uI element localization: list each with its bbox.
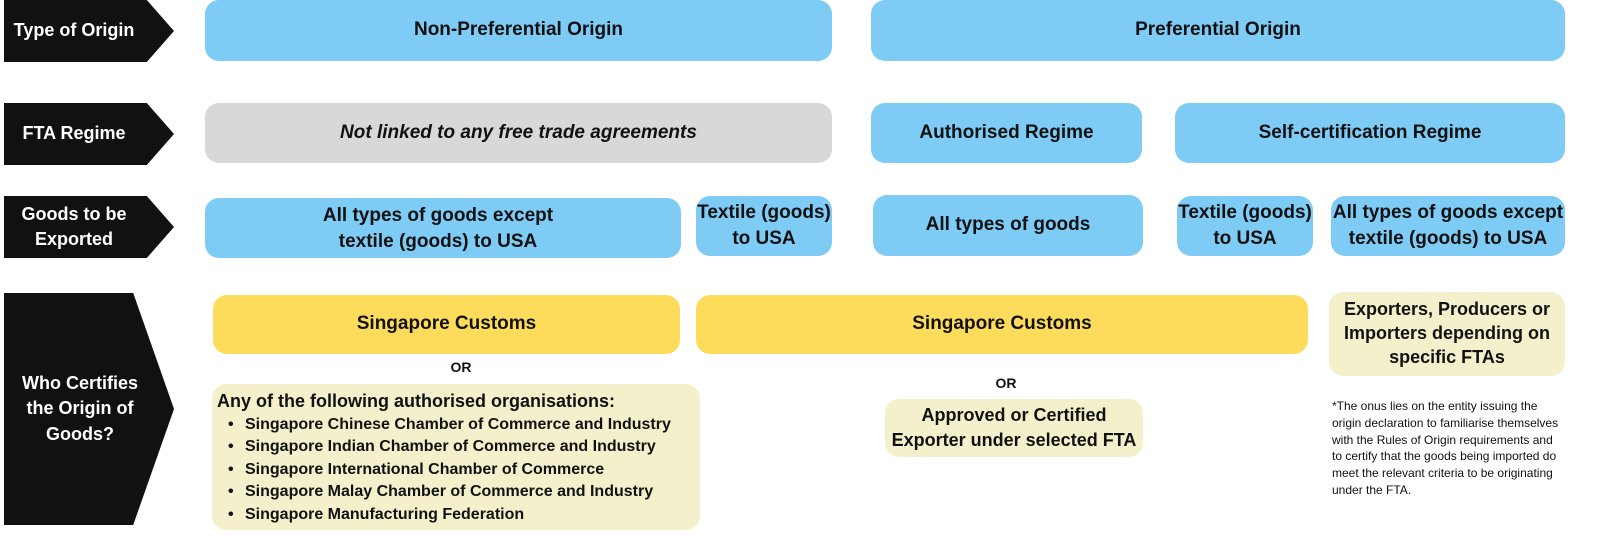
row-label-who-certifies-text: Who Certifies the Origin of Goods? [22, 371, 156, 447]
exporters-line3: specific FTAs [1389, 346, 1505, 367]
row-label-goods-line2: Exported [34, 229, 113, 249]
row-label-type-of-origin-text: Type of Origin [13, 20, 135, 41]
approved-exporter-box: Approved or Certified Exporter under sel… [885, 399, 1143, 457]
row-label-who-line3: Goods? [45, 423, 114, 444]
singapore-customs-pref-text: Singapore Customs [912, 313, 1092, 335]
row-label-goods-line1: Goods to be [21, 203, 127, 224]
approved-exporter-text: Approved or Certified Exporter under sel… [892, 403, 1137, 453]
goods-textile-usa-box: Textile (goods) to USA [696, 196, 832, 256]
authorised-organisations-title: Any of the following authorised organisa… [217, 391, 616, 411]
goods-textile-usa-2-text: Textile (goods) to USA [1178, 200, 1312, 252]
exporters-producers-importers-box: Exporters, Producers or Importers depend… [1329, 292, 1565, 376]
goods-all-except-textile-box: All types of goods except textile (goods… [205, 198, 681, 258]
preferential-origin-box: Preferential Origin [871, 0, 1565, 61]
authorised-regime-box: Authorised Regime [871, 103, 1142, 163]
row-label-who-line1: Who Certifies [21, 373, 138, 394]
goods-all-types-text: All types of goods [925, 214, 1091, 236]
goods-all-except-textile-2-text: All types of goods except textile (goods… [1333, 200, 1563, 252]
goods-all-except-textile-line1: All types of goods except [322, 204, 554, 226]
preferential-origin-text: Preferential Origin [1135, 19, 1301, 41]
row-label-goods-exported: Goods to be Exported [4, 196, 174, 258]
approved-exporter-line2: Exporter under selected FTA [891, 430, 1137, 450]
goods-textile-usa-2-line2: to USA [1213, 228, 1277, 249]
goods-all-except-textile-2-line2: textile (goods) to USA [1348, 228, 1548, 249]
goods-textile-usa-text: Textile (goods) to USA [697, 200, 831, 252]
not-linked-fta-text: Not linked to any free trade agreements [340, 121, 697, 143]
authorised-organisations-list: Singapore Chinese Chamber of Commerce an… [217, 414, 696, 527]
goods-all-except-textile-2-box: All types of goods except textile (goods… [1331, 196, 1565, 256]
self-certification-note: *The onus lies on the entity issuing the… [1332, 399, 1559, 497]
goods-all-except-textile-line2: textile (goods) to USA [338, 231, 538, 252]
goods-textile-usa-line1: Textile (goods) [697, 201, 831, 223]
self-certification-regime-box: Self-certification Regime [1175, 103, 1565, 163]
exporters-line2: Importers depending on [1343, 323, 1550, 344]
or-label-1: OR [450, 359, 472, 375]
goods-textile-usa-2-box: Textile (goods) to USA [1177, 196, 1313, 256]
org-list-item: Singapore Chinese Chamber of Commerce an… [228, 414, 696, 437]
singapore-customs-non-pref-text: Singapore Customs [356, 313, 537, 335]
org-list-item: Singapore Indian Chamber of Commerce and… [228, 436, 696, 459]
goods-all-types-box: All types of goods [873, 195, 1143, 256]
goods-all-except-textile-2-line1: All types of goods except [1332, 201, 1564, 223]
approved-exporter-line1: Approved or Certified [921, 405, 1107, 426]
row-label-who-line2: the Origin of [26, 398, 134, 419]
non-preferential-origin-box: Non-Preferential Origin [205, 0, 832, 61]
row-label-goods-exported-text: Goods to be Exported [22, 202, 157, 252]
row-label-type-of-origin: Type of Origin [4, 0, 174, 62]
org-list-item: Singapore Manufacturing Federation [228, 504, 696, 527]
row-label-fta-regime: FTA Regime [4, 103, 174, 165]
goods-all-except-textile-text: All types of goods except textile (goods… [323, 203, 553, 255]
goods-textile-usa-line2: to USA [732, 228, 796, 249]
exporters-line1: Exporters, Producers or [1343, 299, 1551, 320]
org-list-item: Singapore Malay Chamber of Commerce and … [228, 481, 696, 504]
non-preferential-origin-text: Non-Preferential Origin [413, 19, 624, 41]
or-label-2: OR [995, 375, 1017, 391]
self-certification-regime-text: Self-certification Regime [1258, 121, 1482, 143]
org-list-item: Singapore International Chamber of Comme… [228, 459, 696, 482]
singapore-customs-non-pref-box: Singapore Customs [213, 295, 680, 354]
row-label-fta-regime-text: FTA Regime [22, 123, 126, 144]
row-label-who-certifies: Who Certifies the Origin of Goods? [4, 293, 174, 525]
not-linked-fta-box: Not linked to any free trade agreements [205, 103, 832, 163]
authorised-regime-text: Authorised Regime [919, 121, 1094, 143]
exporters-producers-importers-text: Exporters, Producers or Importers depend… [1344, 298, 1550, 369]
singapore-customs-pref-box: Singapore Customs [696, 295, 1308, 354]
authorised-organisations-box: Any of the following authorised organisa… [212, 384, 700, 530]
goods-textile-usa-2-line1: Textile (goods) [1178, 201, 1312, 223]
